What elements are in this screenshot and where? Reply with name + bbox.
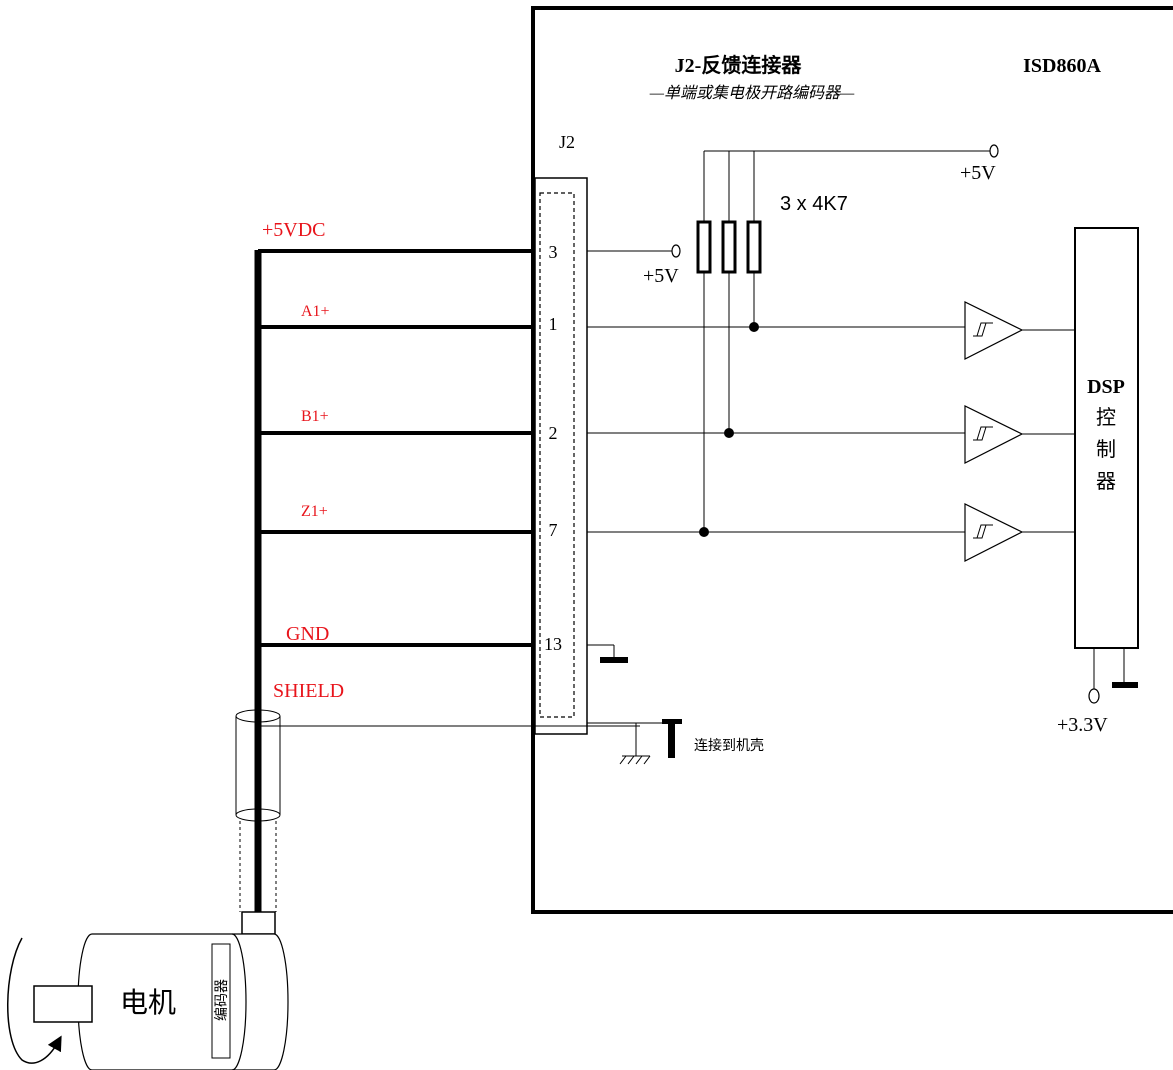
label-b1: B1+ — [301, 408, 329, 425]
connector-title: J2-反馈连接器 — [675, 53, 803, 77]
dsp-label-line3: 制 — [1096, 438, 1116, 461]
junction-a — [749, 322, 759, 332]
connector-label: J2 — [559, 132, 575, 152]
label-gnd: GND — [286, 623, 329, 645]
label-5vdc: +5VDC — [262, 219, 326, 241]
schmitt-buffer-z — [964, 503, 1075, 562]
pin-13: 13 — [544, 634, 562, 654]
drive-enclosure — [531, 6, 1173, 914]
encoder-divider — [231, 933, 247, 1070]
pin-1: 1 — [549, 314, 558, 334]
resistor-label: 3 x 4K7 — [780, 193, 848, 215]
pin3-supply-label: +5V — [643, 265, 679, 287]
pin-2: 2 — [549, 423, 558, 443]
dsp-ground-symbol — [1112, 682, 1138, 688]
resistor-z — [696, 220, 712, 274]
pullup-supply-label: +5V — [960, 162, 996, 184]
motor-shaft — [33, 985, 93, 1023]
pin-7: 7 — [549, 520, 558, 540]
pin-3: 3 — [549, 242, 558, 262]
chassis-note: 连接到机壳 — [694, 737, 764, 753]
schmitt-buffer-b — [964, 405, 1075, 464]
encoder-connector — [241, 911, 276, 935]
dsp-controller — [1074, 227, 1139, 649]
chassis-terminal-post — [668, 722, 675, 758]
schmitt-buffer-a — [964, 301, 1075, 360]
resistor-a — [746, 220, 762, 274]
pin3-supply-terminal — [671, 244, 681, 258]
model-label: ISD860A — [1023, 55, 1101, 77]
j2-connector-inner — [539, 192, 575, 718]
rotation-arrow-icon — [7, 937, 62, 1064]
dsp-supply-terminal — [1088, 688, 1100, 704]
dsp-label-line1: DSP — [1087, 376, 1125, 398]
label-a1: A1+ — [301, 303, 330, 320]
encoder-label: 编码器 — [213, 979, 229, 1021]
j2-connector — [534, 177, 588, 735]
chassis-ground-symbol — [619, 755, 651, 765]
resistor-b — [721, 220, 737, 274]
connector-subtitle: —单端或集电极开路编码器— — [649, 84, 855, 102]
motor-label: 电机 — [120, 987, 176, 1018]
encoder-label-box — [211, 943, 231, 1059]
label-shield: SHIELD — [273, 680, 344, 702]
pullup-supply-terminal — [989, 144, 999, 158]
dsp-supply-label: +3.3V — [1057, 714, 1108, 736]
junction-b — [724, 428, 734, 438]
dsp-label-line2: 控 — [1096, 406, 1116, 429]
label-z1: Z1+ — [301, 503, 328, 520]
junction-z — [699, 527, 709, 537]
dsp-label-line4: 器 — [1096, 471, 1116, 493]
chassis-terminal-bar — [662, 719, 682, 724]
pin13-ground-symbol — [600, 657, 628, 663]
shield-ring-bottom — [235, 808, 281, 822]
encoder-body — [232, 933, 289, 1070]
